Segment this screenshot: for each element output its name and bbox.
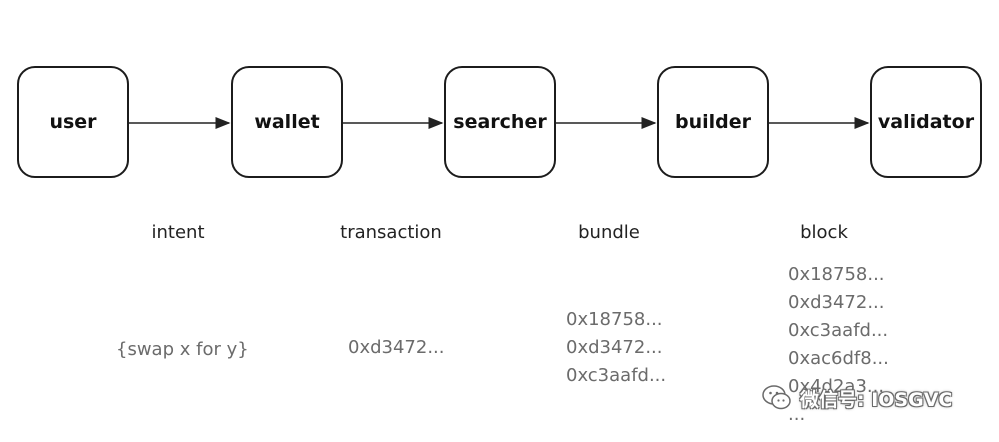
bundle-data: 0x18758... 0xd3472... 0xc3aafd... [566, 306, 666, 390]
block-hash: 0x18758... [788, 264, 885, 285]
bundle-hash: 0xc3aafd... [566, 365, 667, 386]
wechat-icon [762, 385, 791, 410]
label-intent: intent [151, 222, 205, 243]
block-hash: 0xd3472... [788, 292, 885, 313]
label-bundle: bundle [578, 222, 640, 243]
bundle-hash: 0xd3472... [566, 337, 663, 358]
label-transaction: transaction [340, 222, 442, 243]
node-validator: validator [870, 66, 982, 178]
node-wallet: wallet [231, 66, 343, 178]
block-hash: 0xc3aafd... [788, 320, 889, 341]
block-ellipsis: ... [788, 404, 806, 425]
block-data: 0x18758... 0xd3472... 0xc3aafd... 0xac6d… [788, 261, 889, 429]
transaction-data: 0xd3472... [348, 334, 445, 362]
block-hash: 0x4d2a3... [788, 376, 885, 397]
block-hash: 0xac6df8... [788, 348, 889, 369]
node-searcher: searcher [444, 66, 556, 178]
intent-value: {swap x for y} [116, 339, 249, 360]
wechat-watermark: 微信号: IOSGVC [760, 381, 952, 415]
bundle-hash: 0x18758... [566, 309, 663, 330]
label-block: block [800, 222, 848, 243]
transaction-hash: 0xd3472... [348, 337, 445, 358]
intent-data: {swap x for y} [116, 336, 249, 364]
node-user: user [17, 66, 129, 178]
node-builder: builder [657, 66, 769, 178]
watermark-text: 微信号: IOSGVC [800, 388, 953, 411]
